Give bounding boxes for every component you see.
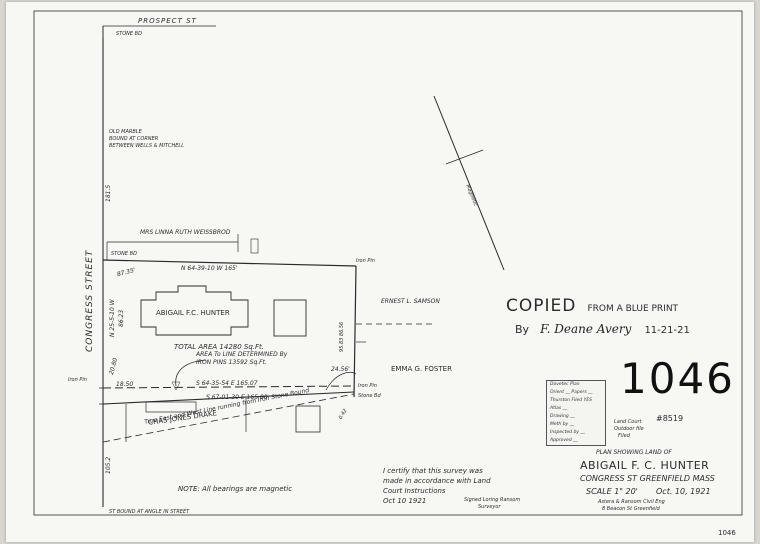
dimension-181-label: 181.5	[105, 184, 112, 202]
stamp-row: Inspected by __	[550, 430, 585, 435]
side-dimension-label: 95.83 86.56	[339, 321, 345, 352]
reference-number: #8519	[656, 414, 684, 423]
stone-bound-mid-label: STONE BD	[111, 251, 137, 257]
stone-bound-top-label: STONE BD	[116, 31, 142, 37]
prospect-street-label: PROSPECT ST	[138, 17, 197, 25]
copied-word: COPIED	[506, 296, 577, 316]
certification-line-3: Court Instructions	[383, 487, 446, 495]
iron-pins-label: IRON PINS 13592 Sq.Ft.	[196, 359, 267, 366]
stamp-row: Atlas __	[550, 406, 568, 411]
copied-by-label: By	[515, 323, 530, 336]
plan-drawing	[33, 10, 743, 516]
magnetic-note: NOTE: All bearings are magnetic	[178, 485, 293, 493]
iron-pin-left-label: Iron Pin	[68, 377, 87, 383]
copied-by-line: By F. Deane Avery 11-21-21	[515, 320, 690, 336]
congress-street-label: CONGRESS STREET	[85, 249, 95, 352]
bound-corner-label: BOUND AT CORNER	[109, 136, 159, 142]
old-marble-label: OLD MARBLE	[109, 129, 142, 135]
certification-role: Surveyor	[478, 504, 501, 510]
dimension-1052-label: 105.2	[105, 456, 112, 474]
stamp-row: Approved __	[550, 438, 578, 443]
dimension-8623-label: 86.23	[118, 309, 125, 327]
iron-pin-right-label: Iron Pin	[356, 258, 375, 264]
land-court-label: Land Court	[614, 419, 642, 425]
stamp-row: Thurston Filed YES	[550, 398, 593, 403]
corner-number: 1046	[718, 529, 736, 537]
owner-house-label: ABIGAIL F.C. HUNTER	[156, 309, 230, 317]
between-label: BETWEEN WELLS & MITCHELL	[109, 143, 184, 149]
title-location: CONGRESS ST GREENFIELD MASS	[580, 474, 715, 483]
title-line-1: PLAN SHOWING LAND OF	[596, 449, 672, 456]
samson-label: ERNEST L. SAMSON	[381, 298, 440, 305]
title-address: 8 Beacon St Greenfield	[602, 506, 660, 512]
title-owner-name: ABIGAIL F. C. HUNTER	[580, 459, 710, 472]
copied-signature: F. Deane Avery	[540, 322, 632, 336]
certification-date: Oct 10 1921	[383, 497, 427, 505]
iron-pin-se-label: Iron Pin	[358, 383, 377, 389]
foster-label: EMMA G. FOSTER	[391, 365, 452, 373]
stamp-row: Meth by __	[550, 422, 575, 427]
bearing-south-1-label: S 64-35-54 E 165.07	[196, 380, 258, 387]
stamp-row: Dovetec Plan	[550, 382, 580, 387]
certification-signed: Signed Loring Ransom	[464, 497, 521, 503]
certification-line-2: made in accordance with Land	[383, 477, 491, 485]
title-scale: SCALE 1" 20'	[586, 487, 638, 496]
area-line-label: AREA To LINE DETERMINED By	[196, 351, 288, 358]
filed-label: Filed	[618, 433, 630, 439]
certification-line-1: I certify that this survey was	[383, 467, 483, 475]
title-date: Oct. 10, 1921	[656, 487, 711, 496]
dimension-1850-label: 18.50	[116, 381, 134, 388]
stamp-row: Drawing __	[550, 414, 575, 419]
dimension-2456-label: 24.56'	[331, 366, 350, 373]
filing-stamp: Dovetec Plan Orient __ Papers __ Thursto…	[546, 380, 606, 446]
copied-date: 11-21-21	[644, 325, 690, 336]
bearing-left-label: N 25-5-10 W	[109, 299, 116, 337]
stamp-row: Orient __ Papers __	[550, 390, 593, 395]
street-bound-label: ST BOUND AT ANGLE IN STREET	[109, 509, 190, 515]
plan-sheet: PROSPECT ST STONE BD OLD MARBLE BOUND AT…	[6, 2, 754, 542]
bearing-south-2-label: S 67-01-30 E 165.80	[206, 394, 268, 401]
stone-bound-se-label: Stone Bd	[358, 393, 381, 399]
copied-heading: COPIED FROM A BLUE PRINT	[506, 298, 678, 315]
plan-number: 1046	[620, 354, 735, 403]
outdoor-file-label: Outdoor file	[614, 426, 644, 432]
title-firm: Astera & Ransom Civil Eng	[598, 499, 665, 505]
total-area-label: TOTAL AREA 14280 Sq.Ft.	[174, 343, 265, 351]
copied-source: FROM A BLUE PRINT	[587, 304, 679, 314]
bearing-top-label: N 64-39-10 W 165'	[181, 265, 238, 272]
weissbrod-label: MRS LINNA RUTH WEISSBROD	[140, 229, 231, 236]
